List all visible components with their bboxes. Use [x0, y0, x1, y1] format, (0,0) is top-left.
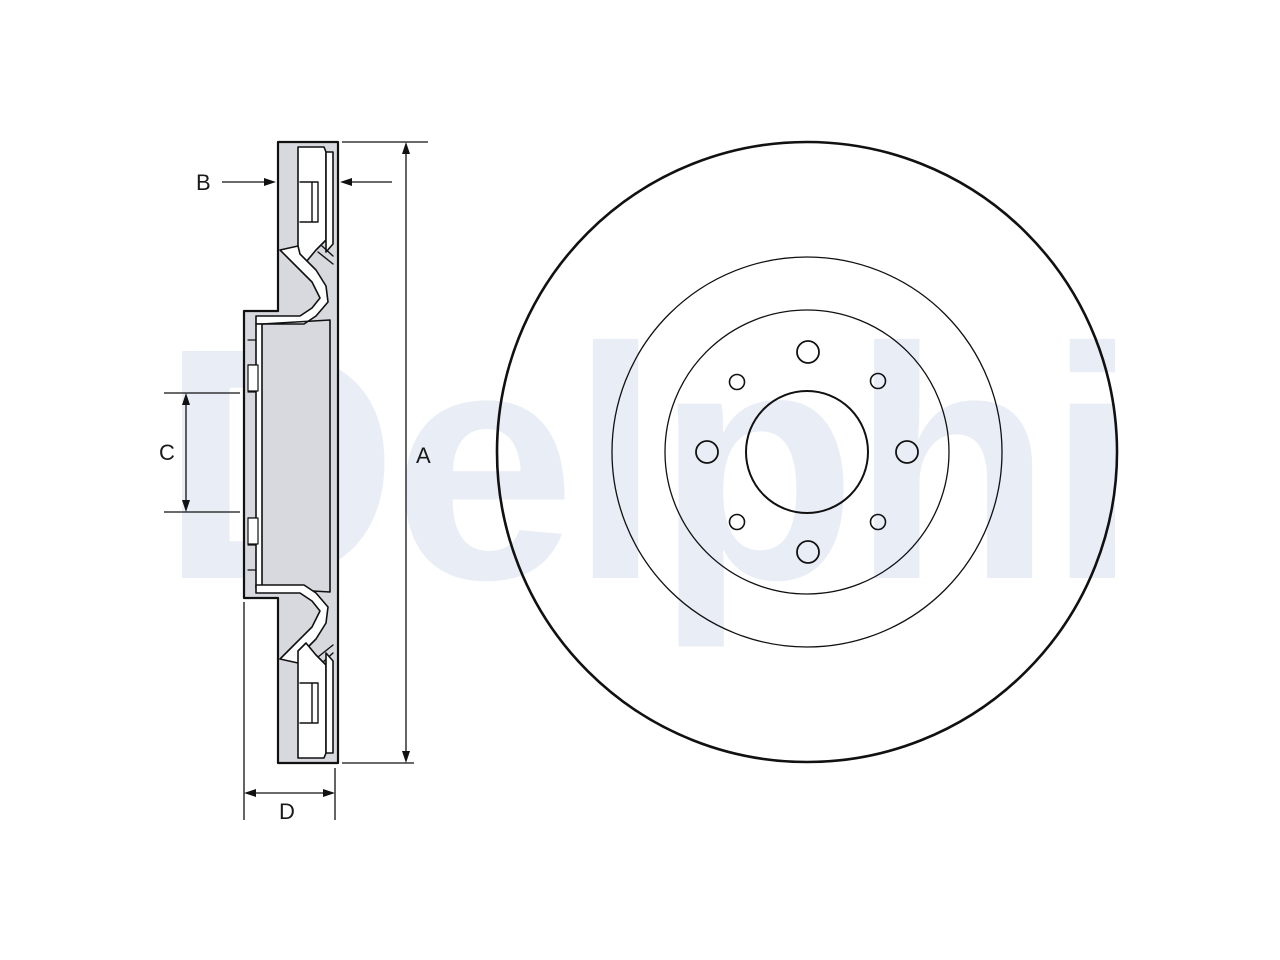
locating-hole-bottom-right: [869, 513, 887, 531]
bolt-hole-left: [695, 440, 719, 464]
locating-hole-top-right: [869, 372, 887, 390]
disc-cross-section: [242, 140, 340, 765]
dimension-label-a: A: [416, 443, 431, 468]
disc-outer-edge: [495, 140, 1119, 764]
upper-friction-ring-face: [325, 151, 334, 253]
dimension-arrowheads: [182, 142, 410, 797]
locating-hole-bottom-left: [728, 513, 746, 531]
lower-vent-slot: [299, 682, 319, 724]
center-bore: [745, 390, 869, 514]
lower-friction-ring-face: [325, 652, 334, 754]
section-outline: [242, 140, 340, 765]
locating-hole-top-left: [728, 373, 746, 391]
upper-vent-slot: [299, 181, 319, 223]
upper-hat-transition: [255, 245, 329, 325]
bolt-hole-top: [796, 340, 820, 364]
disc-front-view: [495, 140, 1119, 764]
upper-hat-groove: [317, 245, 334, 265]
hub-section: [255, 323, 263, 589]
dimension-label-b: B: [196, 170, 211, 195]
dimension-label-d: D: [279, 799, 295, 824]
hub-stud-lower: [247, 517, 259, 545]
bolt-hole-bottom: [796, 540, 820, 564]
hub-stud-upper: [247, 364, 259, 392]
dimension-lines: [164, 141, 428, 820]
friction-ring-inner-edge: [611, 256, 1003, 648]
dimension-label-c: C: [159, 440, 175, 465]
hat-outer-edge: [664, 309, 950, 595]
bolt-hole-right: [895, 440, 919, 464]
